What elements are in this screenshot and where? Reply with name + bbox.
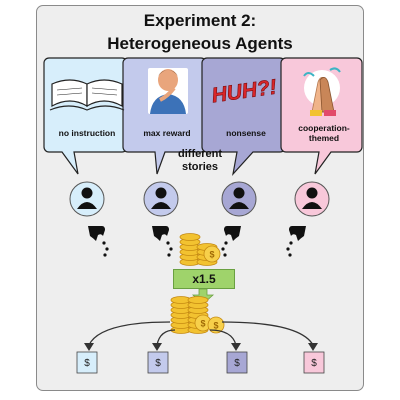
open-book-icon	[49, 79, 125, 111]
payout-symbol: $	[155, 358, 161, 369]
arrow-head-3	[231, 343, 241, 351]
coin-stack-icon: $	[179, 233, 221, 266]
payout-box-3: $	[226, 351, 248, 374]
agent-avatar-2	[143, 181, 179, 217]
story-label-max-reward: max reward	[143, 128, 191, 138]
caption-line-2: stories	[181, 161, 219, 173]
agent-avatar-3	[221, 181, 257, 217]
payout-box-4: $	[303, 351, 325, 374]
multiplied-coin-stack-icon: $ $	[170, 296, 225, 334]
thinking-person-icon	[148, 68, 188, 114]
arrow-head-1	[84, 343, 94, 351]
multiplier-box: x1.5	[173, 269, 235, 289]
agent-avatar-1	[69, 181, 105, 217]
arrow-head-2	[152, 343, 162, 351]
story-label-nonsense: nonsense	[226, 128, 266, 138]
title-line-2: Heterogeneous Agents	[107, 34, 293, 53]
title-line-1: Experiment 2:	[143, 11, 257, 30]
payout-symbol: $	[84, 358, 90, 369]
contributing-hand-icon-3	[221, 226, 241, 257]
payout-box-2: $	[147, 351, 169, 374]
caption-line-1: different	[178, 148, 222, 160]
payout-symbol: $	[234, 358, 240, 369]
svg-text:$: $	[200, 319, 205, 329]
contributing-hand-icon-1	[88, 226, 109, 257]
contributing-hand-icon-2	[152, 226, 173, 257]
different-stories-caption: different stories	[160, 148, 240, 174]
svg-text:$: $	[209, 250, 214, 260]
high-five-icon	[303, 67, 341, 116]
agent-avatar-4	[294, 181, 330, 217]
distribution-arrows	[88, 321, 314, 346]
contributing-hand-icon-4	[286, 226, 306, 257]
story-label-no-instruction: no instruction	[58, 128, 116, 138]
story-label-cooperation: cooperation-themed	[298, 123, 350, 143]
svg-text:$: $	[213, 321, 218, 331]
payout-symbol: $	[311, 358, 317, 369]
arrow-head-4	[308, 343, 318, 351]
story-bubble-no-instruction	[43, 57, 128, 175]
payout-box-1: $	[76, 351, 98, 374]
